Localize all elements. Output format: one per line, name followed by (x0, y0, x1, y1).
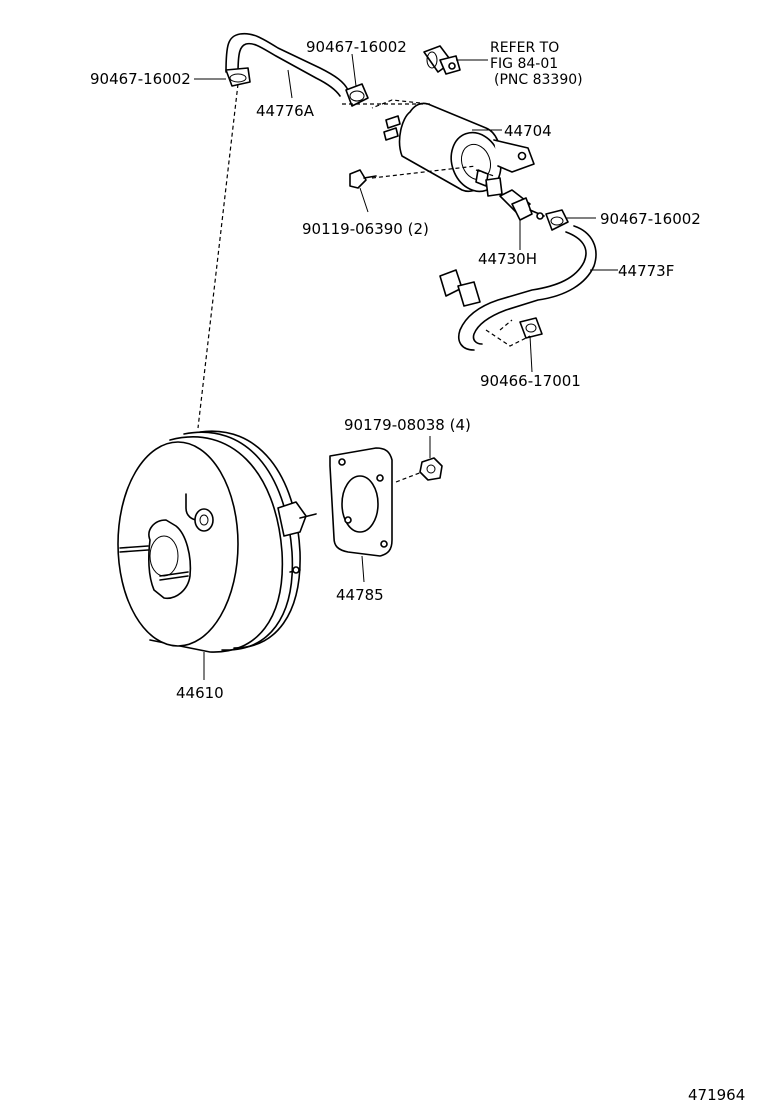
hose-44776a (225, 32, 349, 97)
hose-44773f (458, 225, 597, 351)
label-hose-top: 44776A (256, 102, 315, 120)
label-clamp-bottom: 90466-17001 (480, 372, 581, 390)
label-refer-line1: REFER TO (490, 40, 559, 56)
label-tank: 44704 (504, 122, 552, 140)
dashed-leader-lines (197, 83, 531, 483)
nut-90179 (419, 457, 443, 481)
label-clip-top-left: 90467-16002 (90, 70, 191, 88)
label-gasket: 44785 (336, 586, 384, 604)
label-clip-right: 90467-16002 (600, 210, 701, 228)
hose-clip-top-mid (345, 83, 369, 107)
booster-gasket (329, 447, 393, 557)
label-refer-line2: FIG 84-01 (490, 56, 558, 72)
vacuum-tank (383, 102, 535, 197)
label-booster: 44610 (176, 684, 224, 702)
label-clip-top-mid: 90467-16002 (306, 38, 407, 56)
label-diagram-number: 471964 (688, 1086, 745, 1104)
label-hose-right: 44773F (618, 262, 674, 280)
label-nut: 90179-08038 (4) (344, 416, 471, 434)
brake-booster (117, 430, 317, 653)
hose-clamp-90466 (439, 269, 543, 339)
vacuum-switch (423, 45, 461, 75)
hose-clip-top-left (225, 67, 251, 87)
label-bolt: 90119-06390 (2) (302, 220, 429, 238)
bolt-90119 (349, 169, 377, 189)
hose-clip-right (545, 209, 569, 231)
check-valve (499, 189, 545, 221)
label-refer-line3: (PNC 83390) (494, 72, 583, 88)
label-valve: 44730H (478, 250, 537, 268)
leader-lines (194, 53, 618, 680)
